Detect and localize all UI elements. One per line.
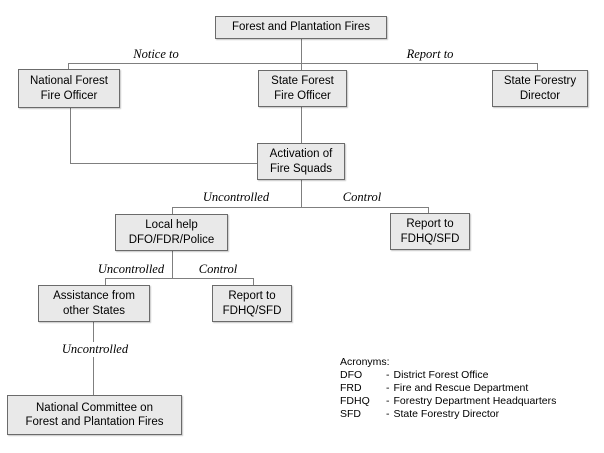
connector-main-horizontal xyxy=(68,63,537,64)
acronym-separator: - xyxy=(386,382,390,394)
node-label: Forest and Plantation Fires xyxy=(25,416,164,428)
node-label: Fire Officer xyxy=(40,89,98,102)
acronym-abbr: SFD xyxy=(340,408,361,420)
acronym-row-sfd: SFD - State Forestry Director xyxy=(340,408,556,421)
node-label: State Forestry xyxy=(503,75,577,87)
node-national-committee: National Committee on Forest and Plantat… xyxy=(7,395,182,435)
acronym-abbr: DFO xyxy=(340,369,363,381)
node-label: State Forest xyxy=(271,75,334,87)
connector-local-help-down xyxy=(172,251,173,278)
node-label: FDHQ/SFD xyxy=(400,232,460,245)
node-label: DFO/FDR/Police xyxy=(128,233,215,246)
node-label: Director xyxy=(519,89,561,102)
edge-label-report-to: Report to xyxy=(406,47,454,61)
acronym-separator: - xyxy=(386,369,390,381)
acronym-row-dfo: DFO - District Forest Office xyxy=(340,369,556,382)
connector-branch2-drop-left xyxy=(105,278,106,285)
acronym-abbr: FRD xyxy=(340,382,362,394)
acronyms-legend: Acronyms: DFO - District Forest Office F… xyxy=(340,356,556,421)
acronym-row-frd: FRD - Fire and Rescue Department xyxy=(340,382,556,395)
node-forest-and-plantation-fires: Forest and Plantation Fires xyxy=(215,16,387,39)
acronym-row-fdhq: FDHQ - Forestry Department Headquarters xyxy=(340,395,556,408)
connector-national-forest-down xyxy=(70,108,71,163)
edge-label-control-1: Control xyxy=(342,190,382,204)
connector-activation-down xyxy=(301,180,302,207)
edge-label-notice-to: Notice to xyxy=(133,47,179,61)
node-label: Activation of xyxy=(269,148,333,160)
node-label: other States xyxy=(62,304,125,317)
connector-state-forest-to-activation xyxy=(301,107,302,143)
node-activation-of-fire-squads: Activation of Fire Squads xyxy=(257,143,345,180)
connector-drop-national-forest xyxy=(68,63,69,69)
node-assistance-from-other-states: Assistance from other States xyxy=(38,285,150,322)
node-report-to-fdhq-sfd-upper: Report to FDHQ/SFD xyxy=(390,213,470,250)
connector-assistance-to-committee xyxy=(93,322,94,395)
edge-label-uncontrolled-2: Uncontrolled xyxy=(97,262,165,276)
edge-label-uncontrolled-1: Uncontrolled xyxy=(202,190,270,204)
acronym-definition: District Forest Office xyxy=(393,369,489,381)
node-local-help-dfo-fdr-police: Local help DFO/FDR/Police xyxy=(115,214,228,251)
node-label: Report to xyxy=(228,290,276,302)
acronym-abbr: FDHQ xyxy=(340,395,370,407)
connector-drop-state-forestry-director xyxy=(537,63,538,70)
connector-branch2-horizontal xyxy=(105,278,253,279)
node-label: Assistance from xyxy=(53,290,135,302)
acronym-separator: - xyxy=(386,395,390,407)
node-label: Fire Squads xyxy=(269,162,332,175)
acronym-definition: Fire and Rescue Department xyxy=(393,382,529,394)
node-state-forestry-director: State Forestry Director xyxy=(492,70,588,107)
connector-branch1-drop-right xyxy=(428,207,429,213)
node-label: Forest and Plantation Fires xyxy=(231,21,371,34)
node-state-forest-fire-officer: State Forest Fire Officer xyxy=(258,70,347,107)
connector-branch2-drop-right xyxy=(253,278,254,285)
connector-national-forest-to-activation xyxy=(70,163,257,164)
connector-root-down xyxy=(301,39,302,70)
edge-label-control-2: Control xyxy=(198,262,238,276)
node-label: Local help xyxy=(145,219,198,231)
node-label: Report to xyxy=(406,218,454,230)
edge-label-uncontrolled-3: Uncontrolled xyxy=(56,342,134,357)
acronyms-title: Acronyms: xyxy=(340,356,390,368)
node-label: FDHQ/SFD xyxy=(222,304,282,317)
node-label: National Forest xyxy=(30,75,108,87)
node-report-to-fdhq-sfd-lower: Report to FDHQ/SFD xyxy=(212,285,292,322)
connector-branch1-drop-left xyxy=(172,207,173,214)
node-label: National Committee on xyxy=(36,401,153,414)
node-label: Fire Officer xyxy=(274,89,331,102)
acronym-definition: State Forestry Director xyxy=(393,408,500,420)
acronym-definition: Forestry Department Headquarters xyxy=(393,395,557,407)
acronym-separator: - xyxy=(386,408,390,420)
node-national-forest-fire-officer: National Forest Fire Officer xyxy=(18,69,120,108)
connector-branch1-horizontal xyxy=(172,207,428,208)
